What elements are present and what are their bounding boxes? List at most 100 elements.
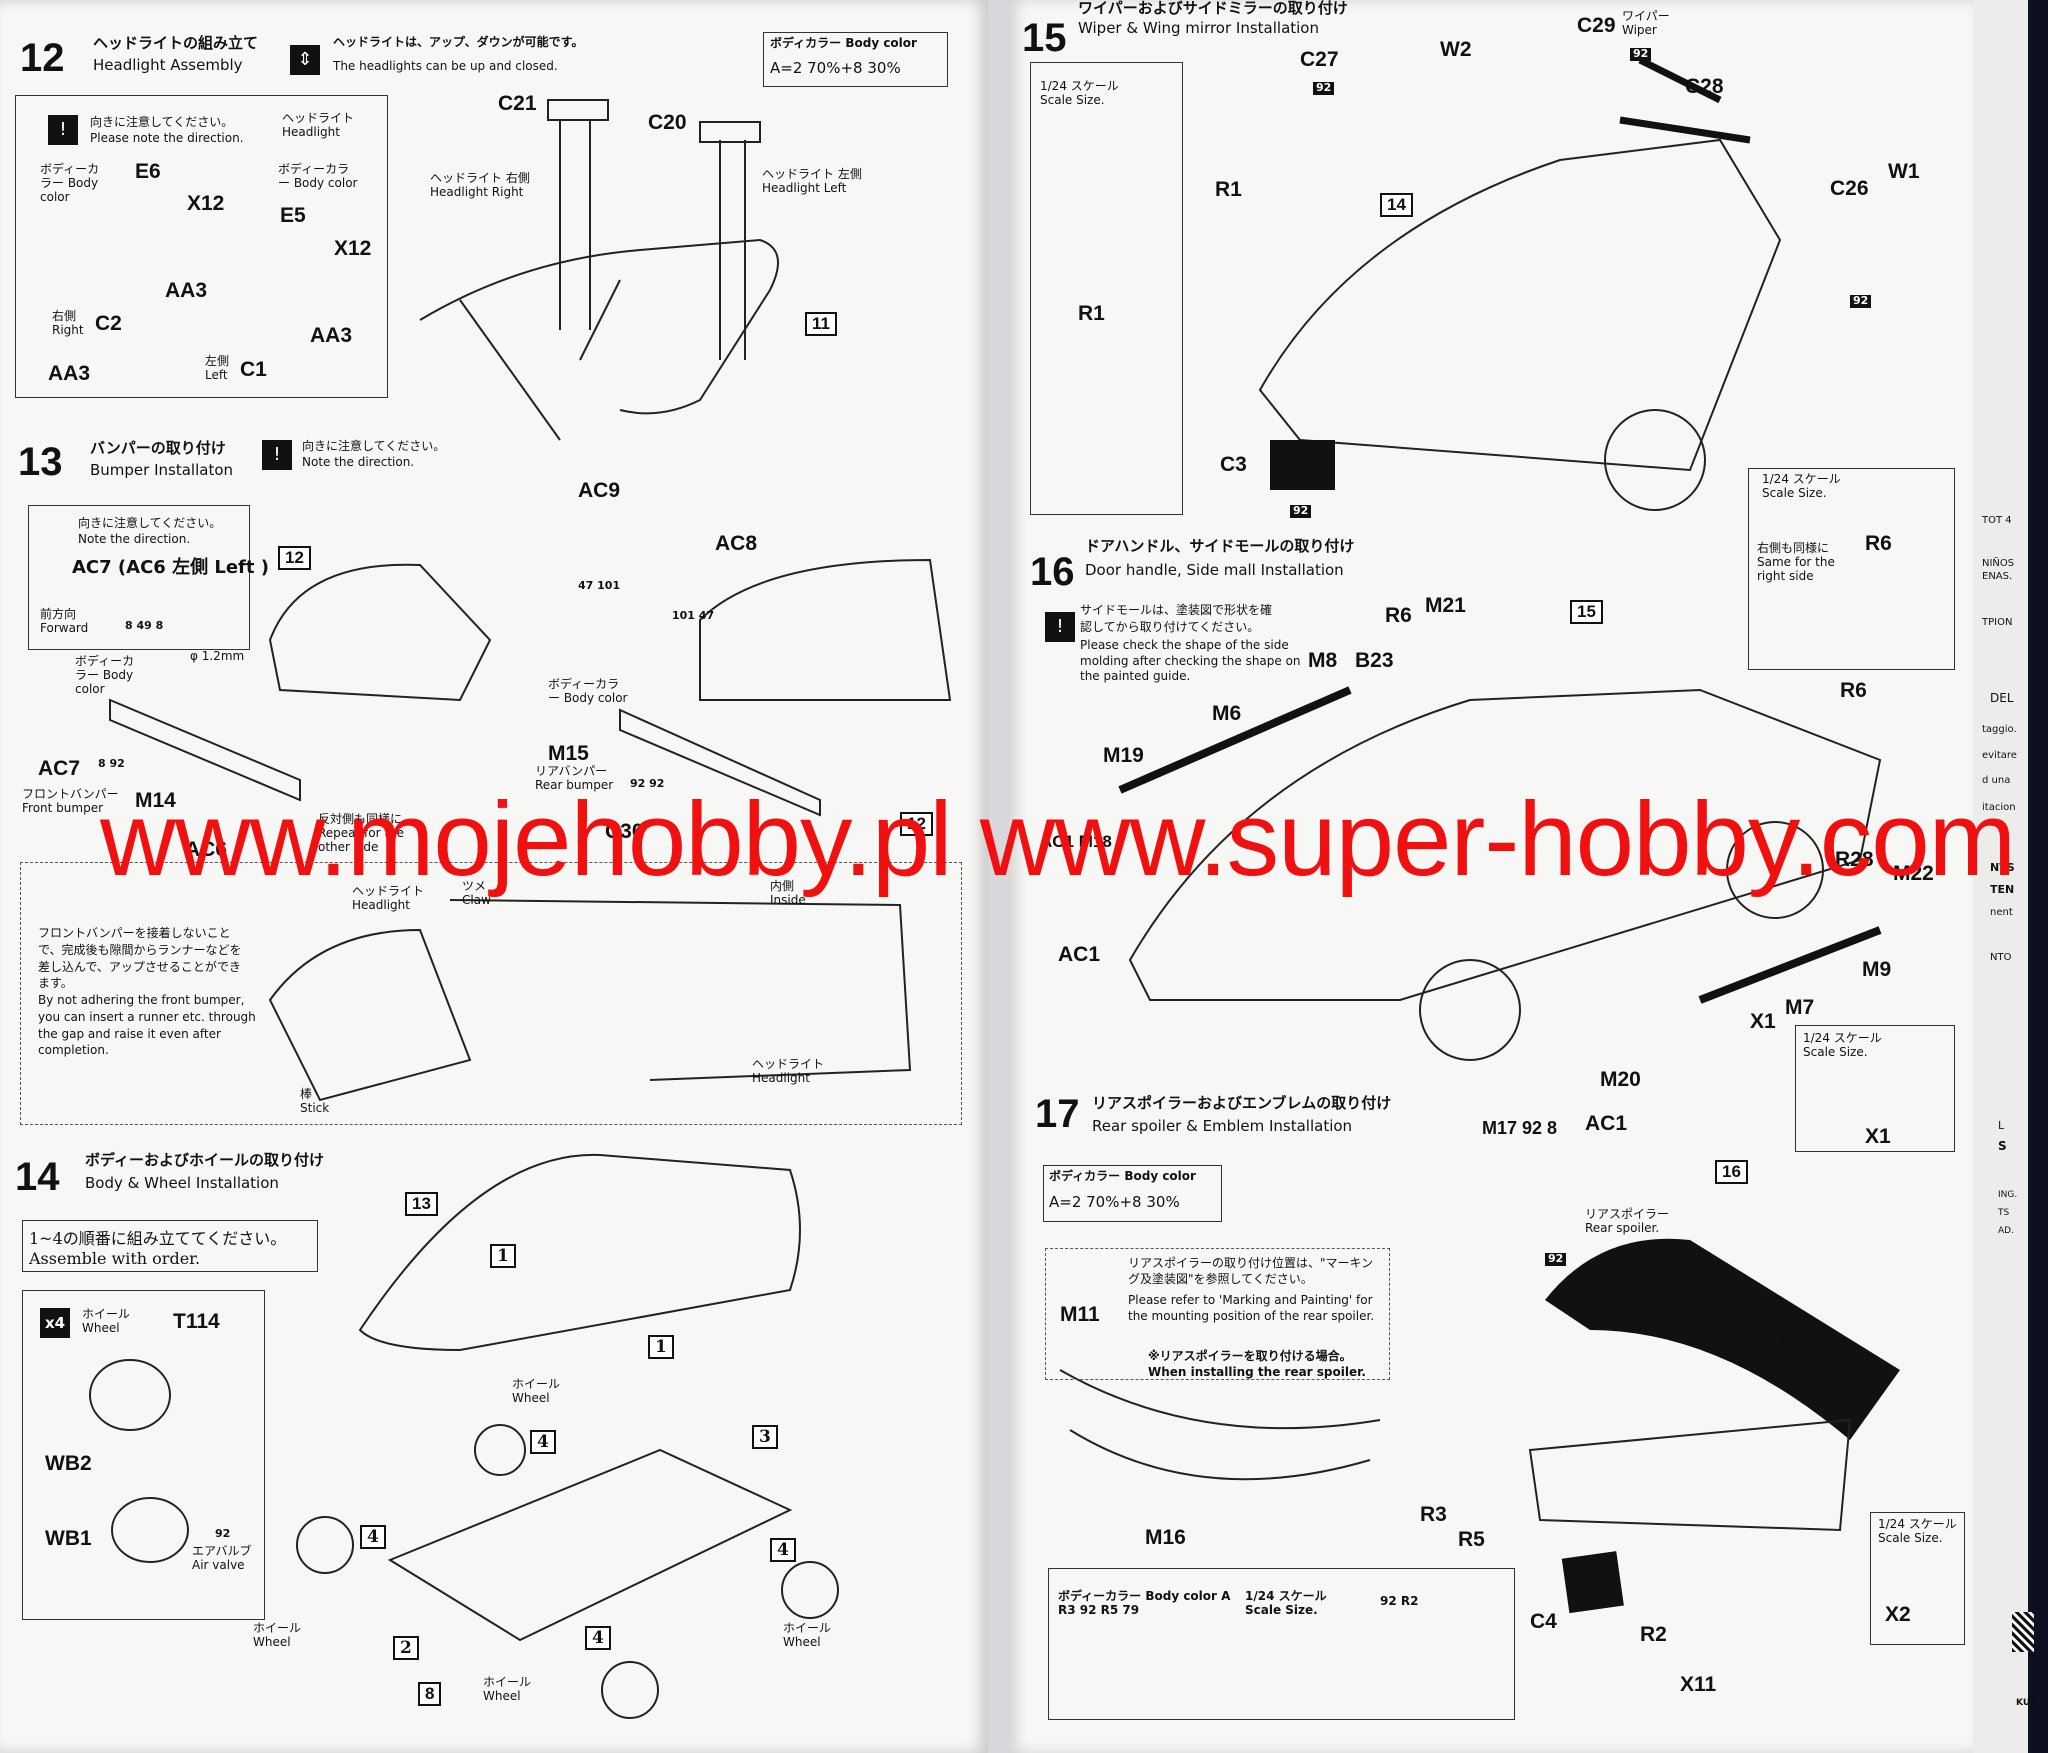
part-r2-code: 92 R2 bbox=[1380, 1594, 1419, 1608]
part-ac1: AC1 bbox=[1585, 1112, 1628, 1135]
step-ref-13: 13 bbox=[405, 1192, 438, 1216]
part-r5: R5 bbox=[1458, 1528, 1485, 1551]
part-m7: M7 bbox=[1785, 996, 1815, 1019]
scale-label: 1/24 スケール Scale Size. bbox=[1040, 79, 1119, 107]
body-color-label: ボディーカラー Body color bbox=[75, 654, 135, 696]
direction-note-en: Note the direction. bbox=[302, 455, 415, 469]
chassis-drawing bbox=[387, 1448, 793, 1642]
wiper-drawing bbox=[1619, 56, 1751, 144]
scale-size-box bbox=[1030, 62, 1183, 515]
order-1: 1 bbox=[490, 1244, 516, 1268]
body-color-label: ボディカラー Body color bbox=[770, 36, 917, 50]
rear-bumper-drawing bbox=[619, 558, 952, 817]
color-code: 92 bbox=[1290, 504, 1312, 518]
part-ac7: AC7 (AC6 左側 Left ) bbox=[72, 557, 269, 578]
part-wb1: WB1 bbox=[45, 1527, 92, 1550]
step-13-title-en: Bumper Installaton bbox=[90, 461, 234, 479]
part-ac7: AC7 bbox=[38, 757, 81, 780]
wheel-drawing bbox=[474, 1424, 526, 1476]
step-12-title-jp: ヘッドライトの組み立て bbox=[93, 34, 259, 52]
part-r6: R6 bbox=[1840, 679, 1867, 702]
left-label: 左側 Left bbox=[205, 354, 230, 382]
step-ref-12: 12 bbox=[278, 546, 311, 570]
right-page bbox=[1008, 0, 1973, 1753]
part-b23: B23 bbox=[1355, 649, 1394, 672]
headlight-left-label: ヘッドライト 左側 Headlight Left bbox=[762, 167, 862, 195]
strip-text: taggio. bbox=[1982, 724, 2017, 735]
wheel-drawing bbox=[296, 1516, 354, 1574]
forward-label: 前方向 Forward bbox=[40, 607, 89, 635]
step-16-title-en: Door handle, Side mall Installation bbox=[1085, 561, 1344, 579]
hole-diameter: φ 1.2mm bbox=[190, 649, 245, 663]
order-2: 2 bbox=[393, 1636, 419, 1660]
direction-note-en: Note the direction. bbox=[78, 532, 191, 546]
strip-text: evitare bbox=[1982, 750, 2017, 761]
step-14-number: 14 bbox=[15, 1155, 60, 1199]
car-side-drawing bbox=[1128, 688, 1882, 1001]
part-ac8: AC8 bbox=[715, 532, 758, 555]
step-15-number: 15 bbox=[1022, 16, 1067, 60]
part-aa3: AA3 bbox=[165, 279, 208, 302]
part-m22: M22 bbox=[1893, 862, 1934, 885]
step-14-title-en: Body & Wheel Installation bbox=[85, 1174, 279, 1192]
step-12-note-jp: ヘッドライトは、アップ、ダウンが可能です。 bbox=[333, 35, 584, 49]
body-color-label: ボディーカラー Body color bbox=[40, 162, 100, 204]
part-x12: X12 bbox=[334, 237, 372, 260]
color-code: 92 bbox=[1545, 1252, 1567, 1266]
part-c29: C29 bbox=[1577, 14, 1616, 37]
direction-note-en: Please note the direction. bbox=[90, 131, 244, 145]
direction-note-jp: 向きに注意してください。 bbox=[90, 115, 234, 129]
step-15-title-jp: ワイパーおよびサイドミラーの取り付け bbox=[1078, 0, 1348, 17]
repeat-other-side: 反対側も同様に Repeat for the other side bbox=[318, 812, 405, 854]
part-wb2: WB2 bbox=[45, 1452, 92, 1475]
step-17-title-jp: リアスポイラーおよびエンブレムの取り付け bbox=[1092, 1094, 1392, 1112]
scale-label: 1/24 スケール Scale Size. bbox=[1245, 1589, 1327, 1617]
strip-text: NTS bbox=[1990, 861, 2015, 874]
strip-text: d una bbox=[1982, 775, 2011, 786]
strip-text: S bbox=[1998, 1139, 2007, 1153]
stick-label: 棒 Stick bbox=[300, 1087, 330, 1115]
rear-spoiler-drawing bbox=[1545, 1238, 1900, 1440]
wheel-label: ホイール Wheel bbox=[483, 1675, 532, 1703]
part-x1: X1 bbox=[1865, 1125, 1891, 1148]
part-t114: T114 bbox=[173, 1310, 220, 1333]
strip-text: itacion bbox=[1982, 802, 2016, 813]
headlight-label: ヘッドライト Headlight bbox=[352, 884, 425, 912]
part-r2: R2 bbox=[1640, 1623, 1667, 1646]
wheel-drawing bbox=[1419, 959, 1521, 1061]
order-4: 4 bbox=[770, 1538, 796, 1562]
part-c20: C20 bbox=[648, 111, 687, 134]
part-c20 bbox=[699, 121, 761, 143]
part-m15: M15 bbox=[548, 742, 589, 765]
body-color-box: ボディカラー Body color A=2 70%+8 30% bbox=[1043, 1165, 1222, 1222]
same-right-side: 右側も同様に Same for the right side bbox=[1757, 541, 1835, 583]
step-ref-15: 15 bbox=[1570, 600, 1603, 624]
part-c3: C3 bbox=[1220, 453, 1247, 476]
rear-bumper-label: リアバンパー Rear bumper bbox=[535, 764, 614, 792]
part-m20: M20 bbox=[1600, 1068, 1641, 1091]
order-en: Assemble with order. bbox=[29, 1249, 201, 1268]
part-r1: R1 bbox=[1215, 178, 1242, 201]
background-edge bbox=[2028, 0, 2048, 1753]
part-ac6: AC6 bbox=[185, 838, 228, 861]
part-c4: C4 bbox=[1530, 1610, 1557, 1633]
scale-size-box bbox=[1748, 468, 1955, 670]
spoiler-note-box bbox=[1045, 1248, 1390, 1380]
part-m21: M21 bbox=[1425, 594, 1466, 617]
part-ac1: AC1 bbox=[1058, 943, 1101, 966]
step-ref-12: 12 bbox=[900, 812, 933, 836]
assembly-lines bbox=[559, 120, 746, 360]
headlight-label: ヘッドライト Headlight bbox=[282, 111, 355, 139]
order-1: 1 bbox=[648, 1335, 674, 1359]
scale-size-box bbox=[1870, 1512, 1965, 1645]
strip-text: TPION bbox=[1982, 617, 2013, 628]
rim-drawing bbox=[111, 1497, 189, 1563]
body-color-mix: A=2 70%+8 30% bbox=[1049, 1193, 1180, 1211]
part-ac9: AC9 bbox=[578, 479, 621, 502]
order-4: 4 bbox=[360, 1525, 386, 1549]
color-codes: 101 47 bbox=[672, 609, 715, 622]
right-label: 右側 Right bbox=[52, 309, 84, 337]
strip-text: KUZ bbox=[2016, 1698, 2037, 1708]
note-icon: ! bbox=[1045, 612, 1075, 642]
scale-label: 1/24 スケール Scale Size. bbox=[1762, 472, 1841, 500]
